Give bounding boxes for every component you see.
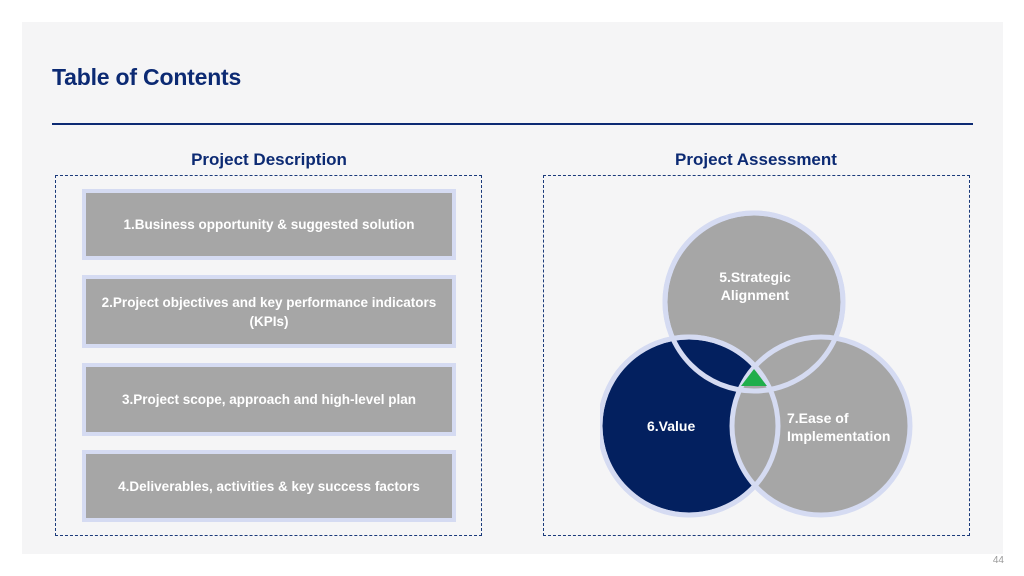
toc-item-2-label: 2.Project objectives and key performance… — [101, 294, 437, 329]
venn-label-ease-line2: Implementation — [787, 428, 891, 444]
page-title: Table of Contents — [52, 64, 242, 90]
venn-circle-ease-of-implementation[interactable] — [729, 334, 913, 518]
project-assessment-panel — [543, 175, 970, 536]
toc-item-3[interactable]: 3.Project scope, approach and high-level… — [82, 363, 456, 436]
toc-item-4-label: 4.Deliverables, activities & key success… — [118, 478, 420, 494]
venn-label-strategic-line1: 5.Strategic — [719, 269, 791, 285]
toc-item-2[interactable]: 2.Project objectives and key performance… — [82, 275, 456, 348]
toc-item-3-label: 3.Project scope, approach and high-level… — [121, 392, 417, 407]
venn-label-strategic-alignment: 5.Strategic Alignment — [700, 268, 810, 304]
page-number: 44 — [992, 555, 1004, 566]
project-description-heading: Project Description — [191, 150, 347, 169]
venn-center-intersection — [741, 369, 767, 386]
toc-item-1[interactable]: 1.Business opportunity & suggested solut… — [82, 189, 456, 260]
toc-item-4[interactable]: 4.Deliverables, activities & key success… — [82, 450, 456, 522]
venn-label-ease-of-implementation: 7.Ease of Implementation — [787, 409, 890, 445]
toc-item-1-label: 1.Business opportunity & suggested solut… — [123, 217, 415, 232]
title-divider — [52, 123, 973, 125]
project-assessment-heading: Project Assessment — [675, 150, 837, 169]
project-description-panel — [55, 175, 482, 536]
venn-outline-strategic-alignment — [662, 210, 846, 394]
venn-label-ease-line1: 7.Ease of — [787, 410, 849, 426]
venn-label-strategic-line2: Alignment — [720, 287, 790, 303]
venn-outline-value — [600, 334, 781, 518]
venn-diagram — [600, 210, 913, 518]
venn-label-value: 6.Value — [647, 418, 696, 434]
